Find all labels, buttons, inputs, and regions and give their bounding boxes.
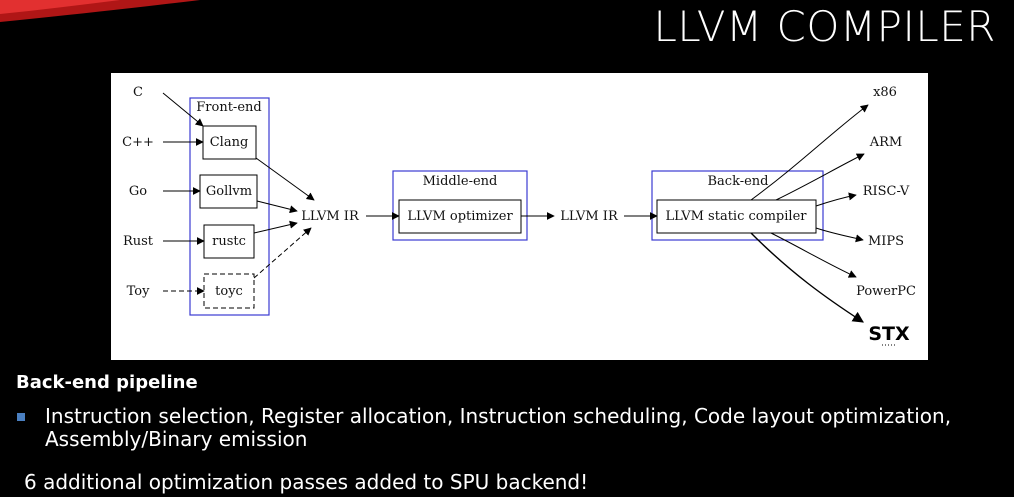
node-toyc: [203, 273, 255, 309]
language-toy: Toy: [127, 284, 150, 299]
node-llvm-static-compiler: [656, 199, 817, 234]
edge-gollvm-ir: [256, 200, 298, 214]
edge-compiler-mips: [815, 227, 864, 243]
edge-compiler-riscv: [815, 192, 857, 207]
node-toyc-label: toyc: [215, 284, 243, 299]
llvm-ir-label-2: LLVM IR: [560, 209, 619, 224]
node-rustc: [203, 224, 255, 259]
edge-c-clang: [162, 92, 204, 127]
edge-compiler-powerpc: [770, 232, 857, 278]
target-riscv: RISC-V: [863, 184, 910, 199]
corner-swoosh-decoration: [0, 0, 200, 22]
backend-group: [651, 170, 824, 241]
language-go: Go: [129, 184, 147, 199]
node-rustc-label: rustc: [212, 234, 246, 249]
backend-label: Back-end: [707, 174, 768, 189]
target-x86: x86: [873, 85, 897, 100]
node-optimizer-label: LLVM optimizer: [407, 209, 513, 224]
edge-rustc-ir: [253, 220, 298, 234]
target-arm: ARM: [869, 135, 903, 150]
language-rust: Rust: [123, 234, 154, 249]
bullet-text: Instruction selection, Register allocati…: [45, 404, 952, 451]
node-static-compiler-label: LLVM static compiler: [666, 209, 808, 224]
llvm-ir-label-1: LLVM IR: [301, 209, 360, 224]
slide-title: LLVM COMPILER: [653, 2, 996, 51]
language-cpp: C++: [122, 135, 154, 150]
frontend-group: [189, 97, 270, 316]
target-mips: MIPS: [868, 234, 904, 249]
edge-compiler-stx: [750, 232, 864, 323]
diagram-canvas: Front-end Middle-end Back-end C C++ Go R…: [122, 85, 916, 346]
footer-note: 6 additional optimization passes added t…: [24, 470, 589, 494]
node-gollvm: [199, 174, 258, 209]
language-c: C: [133, 85, 143, 100]
node-clang: [202, 125, 257, 160]
edge-compiler-arm: [775, 153, 865, 201]
middleend-group: [392, 170, 528, 241]
edge-clang-ir: [255, 157, 315, 201]
llvm-architecture-diagram: Front-end Middle-end Back-end C C++ Go R…: [111, 73, 928, 360]
target-stx: STX: [868, 323, 910, 345]
edge-compiler-x86: [750, 104, 869, 201]
section-heading: Back-end pipeline: [16, 372, 198, 393]
edge-toyc-ir: [253, 227, 312, 279]
target-powerpc: PowerPC: [856, 284, 916, 299]
node-clang-label: Clang: [210, 135, 249, 150]
bullet-square-icon: [17, 413, 25, 421]
frontend-label: Front-end: [196, 100, 261, 115]
node-gollvm-label: Gollvm: [206, 184, 252, 199]
middleend-label: Middle-end: [423, 174, 498, 189]
